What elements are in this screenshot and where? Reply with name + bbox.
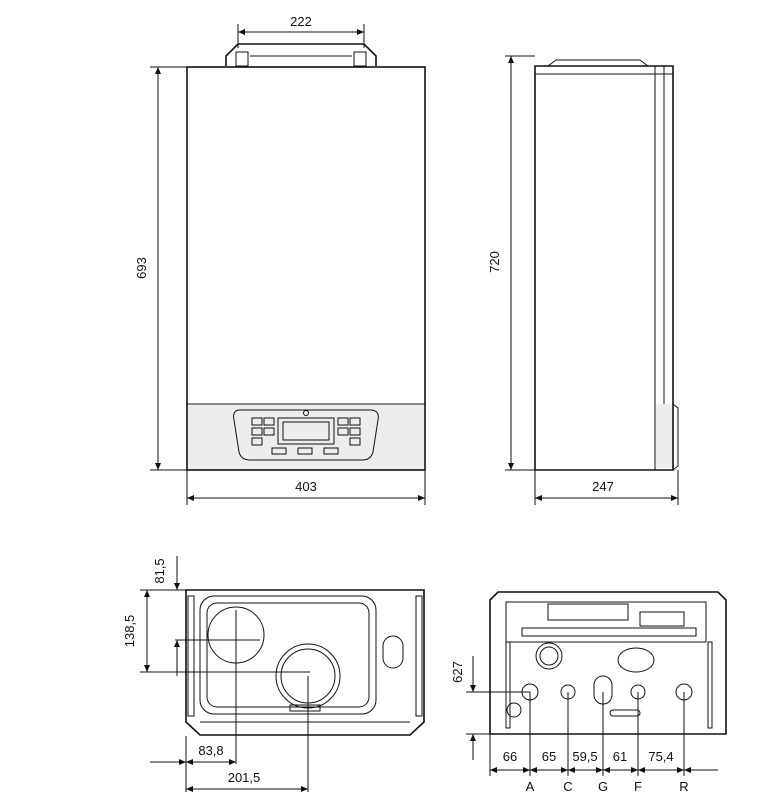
connection-label-c: C [563, 779, 572, 794]
dim-spacing-4: 61 [613, 749, 627, 764]
connection-label-g: G [598, 779, 608, 794]
dim-spacing-2: 65 [542, 749, 556, 764]
connection-label-a: A [526, 779, 535, 794]
dim-front-width: 403 [295, 479, 317, 494]
dim-side-height: 720 [487, 251, 502, 273]
top-view: 81,5 138,5 83,8 201,5 [122, 556, 425, 792]
bottom-view: 627 66 65 59,5 61 75,4 A C G F R [450, 591, 727, 794]
dim-side-depth: 247 [592, 479, 614, 494]
side-view: 720 247 [487, 55, 679, 505]
front-view: 222 693 403 [134, 14, 426, 505]
dim-flue-x1: 83,8 [198, 743, 223, 758]
dim-top-offset: 81,5 [152, 558, 167, 583]
connection-label-f: F [634, 779, 642, 794]
dim-front-height: 693 [134, 257, 149, 279]
connection-label-r: R [679, 779, 688, 794]
dim-top-width: 222 [290, 14, 312, 29]
dim-spacing-1: 66 [503, 749, 517, 764]
dim-spacing-3: 59,5 [572, 749, 597, 764]
dim-spacing-5: 75,4 [648, 749, 673, 764]
dim-flue-offset: 138,5 [122, 615, 137, 648]
dim-bottom-height: 627 [450, 661, 465, 683]
dim-flue-x2: 201,5 [228, 770, 261, 785]
